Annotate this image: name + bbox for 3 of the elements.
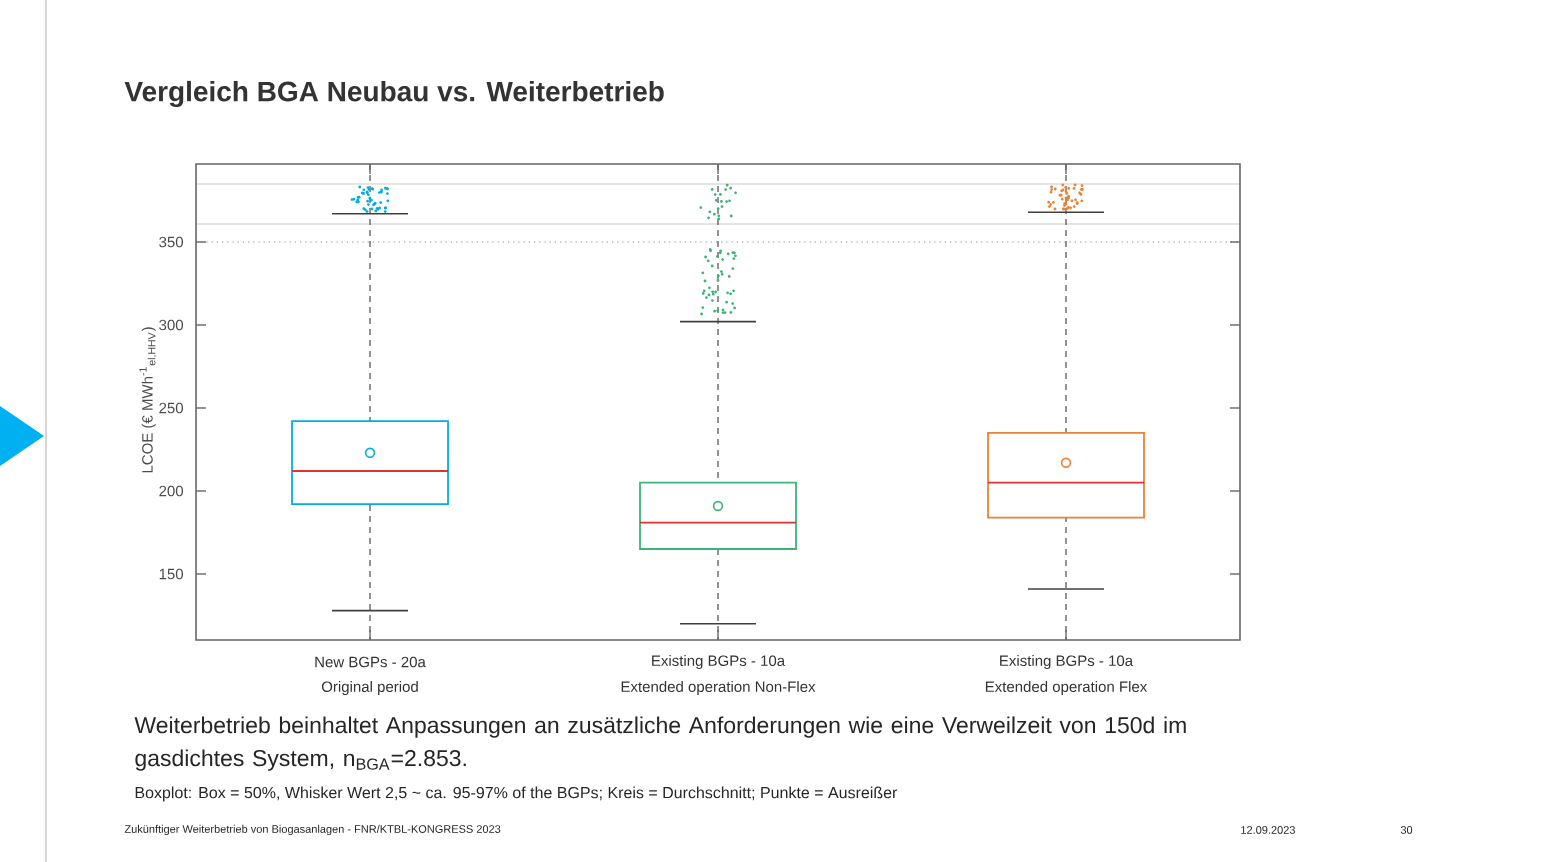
slide-title: Vergleich BGA Neubau vs. Weiterbetrieb [124,80,664,108]
body-text: Weiterbetrieb beinhaltet Anpassungen an zusätzliche Anforderungen wie eine Verweilzeit von 150d im gasdichtes System, n$_{BGA}$=2.853. [134,716,1186,771]
note-text: Boxplot: Box = 50%, Whisker Wert 2,5 ~ ca. 95-97% of the BGPs; Kreis = Durchschnitt; Punkte = Ausreißer [135,786,898,802]
